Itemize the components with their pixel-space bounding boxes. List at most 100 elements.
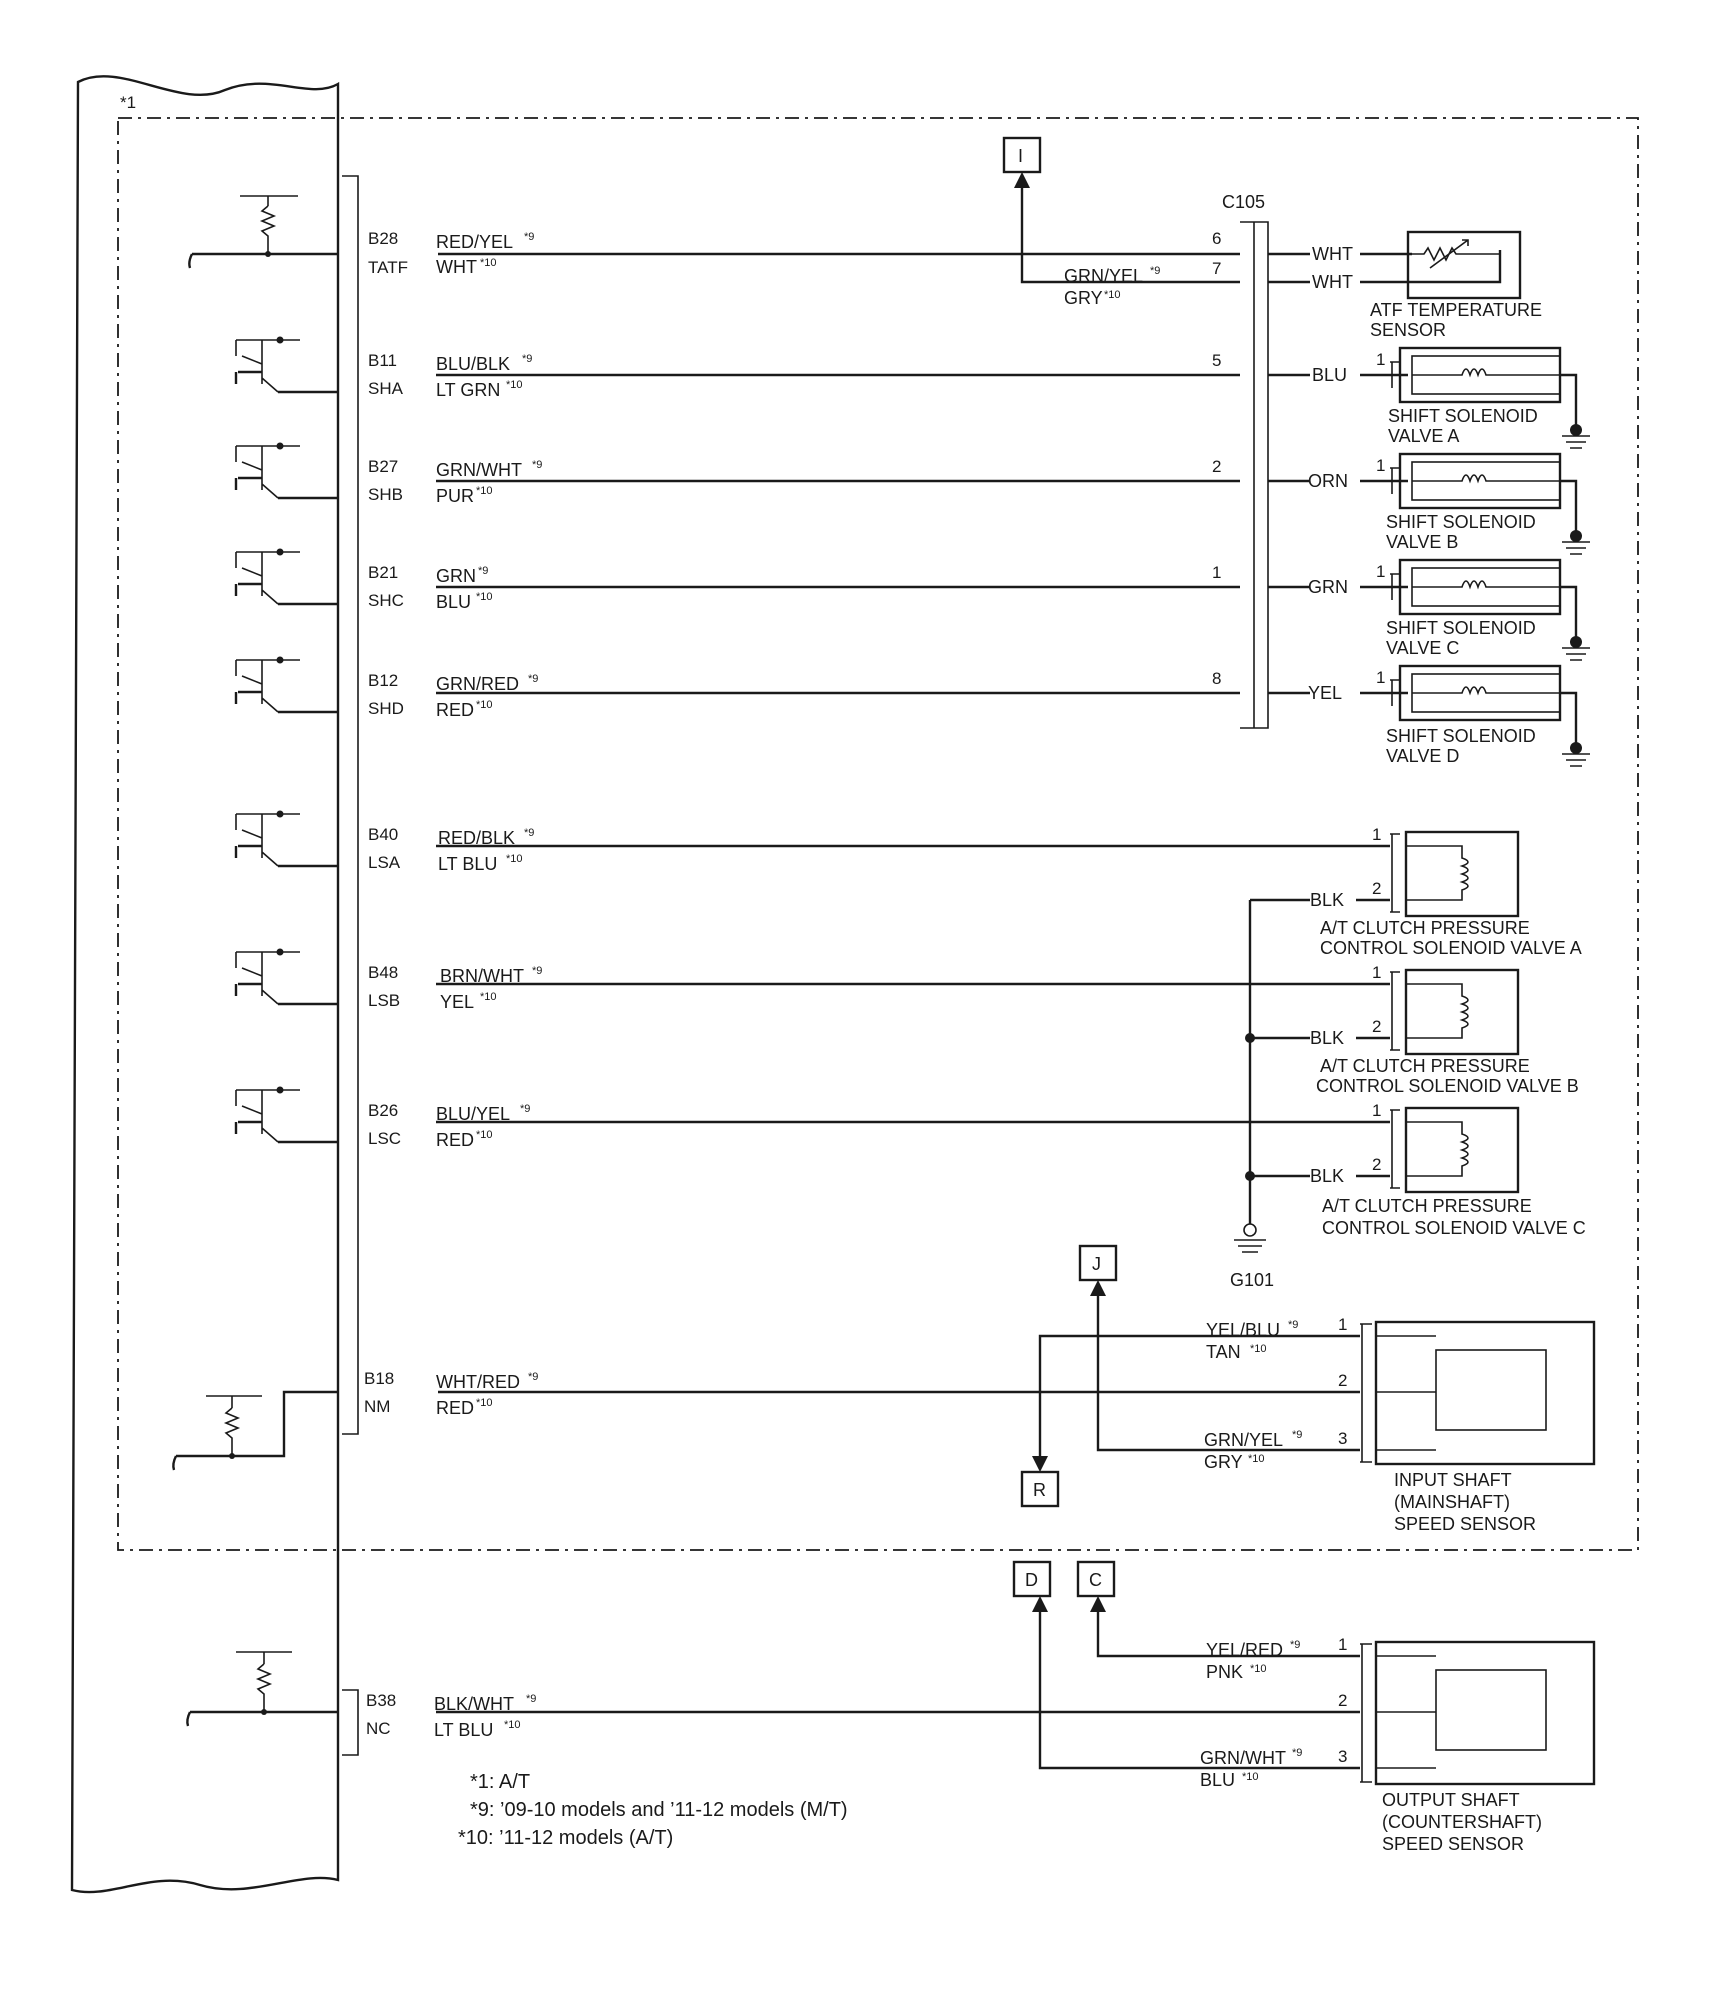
- clutch-a-name-1: A/T CLUTCH PRESSURE: [1320, 918, 1530, 938]
- sup10-b40: *10: [506, 853, 523, 865]
- input-sensor-name-2: (MAINSHAFT): [1394, 1492, 1510, 1512]
- output-sensor-name-1: OUTPUT SHAFT: [1382, 1790, 1520, 1810]
- pin-b28: B28: [368, 229, 398, 248]
- pcm-note-label: *1: [120, 93, 136, 112]
- marker-d-label: D: [1025, 1570, 1038, 1590]
- output-wire3-color9: GRN/WHT: [1200, 1748, 1286, 1768]
- pin-b38: B38: [366, 1691, 396, 1710]
- input-pin-3: 3: [1338, 1429, 1347, 1448]
- solenoid-a-pin1: 1: [1376, 350, 1385, 369]
- color10-b27: PUR: [436, 486, 474, 506]
- sup9-b27: *9: [532, 459, 542, 471]
- ground-label: G101: [1230, 1270, 1274, 1290]
- atf-branch-sup9: *9: [1150, 265, 1160, 277]
- atf-sensor-name-2: SENSOR: [1370, 320, 1446, 340]
- row-shd: [234, 656, 1408, 714]
- row-lsb: [234, 948, 1400, 1051]
- atf-branch-sup10: *10: [1104, 289, 1121, 301]
- output-wire3-color10: BLU: [1200, 1770, 1235, 1790]
- marker-c-label: C: [1089, 1570, 1102, 1590]
- wire-color-blk-b: BLK: [1310, 1028, 1344, 1048]
- input-wire3-sup10: *10: [1248, 1453, 1265, 1465]
- output-pin-2: 2: [1338, 1691, 1347, 1710]
- wire-color-blu: BLU: [1312, 365, 1347, 385]
- color9-b28: RED/YEL: [436, 232, 513, 252]
- sup10-b12: *10: [476, 699, 493, 711]
- color10-b40: LT BLU: [438, 854, 497, 874]
- wire-color-wht-1: WHT: [1312, 244, 1353, 264]
- sup10-b21: *10: [476, 591, 493, 603]
- pin-b27: B27: [368, 457, 398, 476]
- row-shc: [234, 548, 1408, 606]
- output-sensor-name-2: (COUNTERSHAFT): [1382, 1812, 1542, 1832]
- input-wire1-color10: TAN: [1206, 1342, 1241, 1362]
- shift-c-name-1: SHIFT SOLENOID: [1386, 618, 1536, 638]
- row-nc: [186, 1596, 1372, 1783]
- marker-i: [1002, 136, 1042, 174]
- output-wire3-sup10: *10: [1242, 1771, 1259, 1783]
- input-wire1-color9: YEL/BLU: [1206, 1320, 1280, 1340]
- sup9-b40: *9: [524, 827, 534, 839]
- sup10-b48: *10: [480, 991, 497, 1003]
- shift-solenoid-a: [1398, 346, 1590, 449]
- pcm-outline: [70, 75, 340, 1894]
- solenoid-d-pin1: 1: [1376, 668, 1385, 687]
- row-tatf: [188, 172, 1502, 284]
- shift-d-name-2: VALVE D: [1386, 746, 1459, 766]
- pin-b12: B12: [368, 671, 398, 690]
- clutch-c-name-2: CONTROL SOLENOID VALVE C: [1322, 1218, 1586, 1238]
- marker-c: [1076, 1560, 1116, 1598]
- input-wire1-sup9: *9: [1288, 1319, 1298, 1331]
- atf-branch-color9: GRN/YEL: [1064, 266, 1143, 286]
- sup9-b21: *9: [478, 565, 488, 577]
- signal-lsc: LSC: [368, 1129, 401, 1148]
- clutch-solenoid-a: [1404, 830, 1520, 918]
- input-pin-2: 2: [1338, 1371, 1347, 1390]
- wire-color-grn: GRN: [1308, 577, 1348, 597]
- output-wire1-color10: PNK: [1206, 1662, 1243, 1682]
- sup9-b28: *9: [524, 231, 534, 243]
- sup10-b28: *10: [480, 257, 497, 269]
- signal-nm: NM: [364, 1397, 390, 1416]
- sup10-b38: *10: [504, 1719, 521, 1731]
- shift-a-name-2: VALVE A: [1388, 426, 1459, 446]
- output-pin-3: 3: [1338, 1747, 1347, 1766]
- output-shaft-sensor: [1374, 1640, 1596, 1786]
- clutch-c-pin1: 1: [1372, 1101, 1381, 1120]
- output-wire1-sup10: *10: [1250, 1663, 1267, 1675]
- clutch-b-name-1: A/T CLUTCH PRESSURE: [1320, 1056, 1530, 1076]
- atf-sensor-name-1: ATF TEMPERATURE: [1370, 300, 1542, 320]
- pin-b18: B18: [364, 1369, 394, 1388]
- sup10-b11: *10: [506, 379, 523, 391]
- pin-b40: B40: [368, 825, 398, 844]
- shift-solenoid-d: [1398, 664, 1590, 767]
- input-wire3-color10: GRY: [1204, 1452, 1243, 1472]
- c105-label: C105: [1222, 192, 1265, 212]
- atf-temp-sensor: [1406, 230, 1522, 300]
- solenoid-b-pin1: 1: [1376, 456, 1385, 475]
- color10-b11: LT GRN: [436, 380, 500, 400]
- color10-b38: LT BLU: [434, 1720, 493, 1740]
- at-enclosure: [117, 117, 1639, 1551]
- clutch-a-pin1: 1: [1372, 825, 1381, 844]
- color10-b48: YEL: [440, 992, 474, 1012]
- shift-d-name-1: SHIFT SOLENOID: [1386, 726, 1536, 746]
- input-wire3-sup9: *9: [1292, 1429, 1302, 1441]
- sup9-b38: *9: [526, 1693, 536, 1705]
- color10-b12: RED: [436, 700, 474, 720]
- input-wire3-color9: GRN/YEL: [1204, 1430, 1283, 1450]
- pin-b48: B48: [368, 963, 398, 982]
- footnote-9: *9: ’09-10 models and ’11-12 models (M/T…: [470, 1799, 848, 1821]
- color9-b12: GRN/RED: [436, 674, 519, 694]
- signal-shd: SHD: [368, 699, 404, 718]
- clutch-solenoid-c: [1404, 1106, 1520, 1194]
- input-sensor-name-3: SPEED SENSOR: [1394, 1514, 1536, 1534]
- output-wire1-color9: YEL/RED: [1206, 1640, 1283, 1660]
- c105-pin-2: 2: [1212, 457, 1221, 476]
- signal-lsb: LSB: [368, 991, 400, 1010]
- row-lsa: [234, 810, 1400, 913]
- signal-shc: SHC: [368, 591, 404, 610]
- row-nm: [172, 1280, 1372, 1472]
